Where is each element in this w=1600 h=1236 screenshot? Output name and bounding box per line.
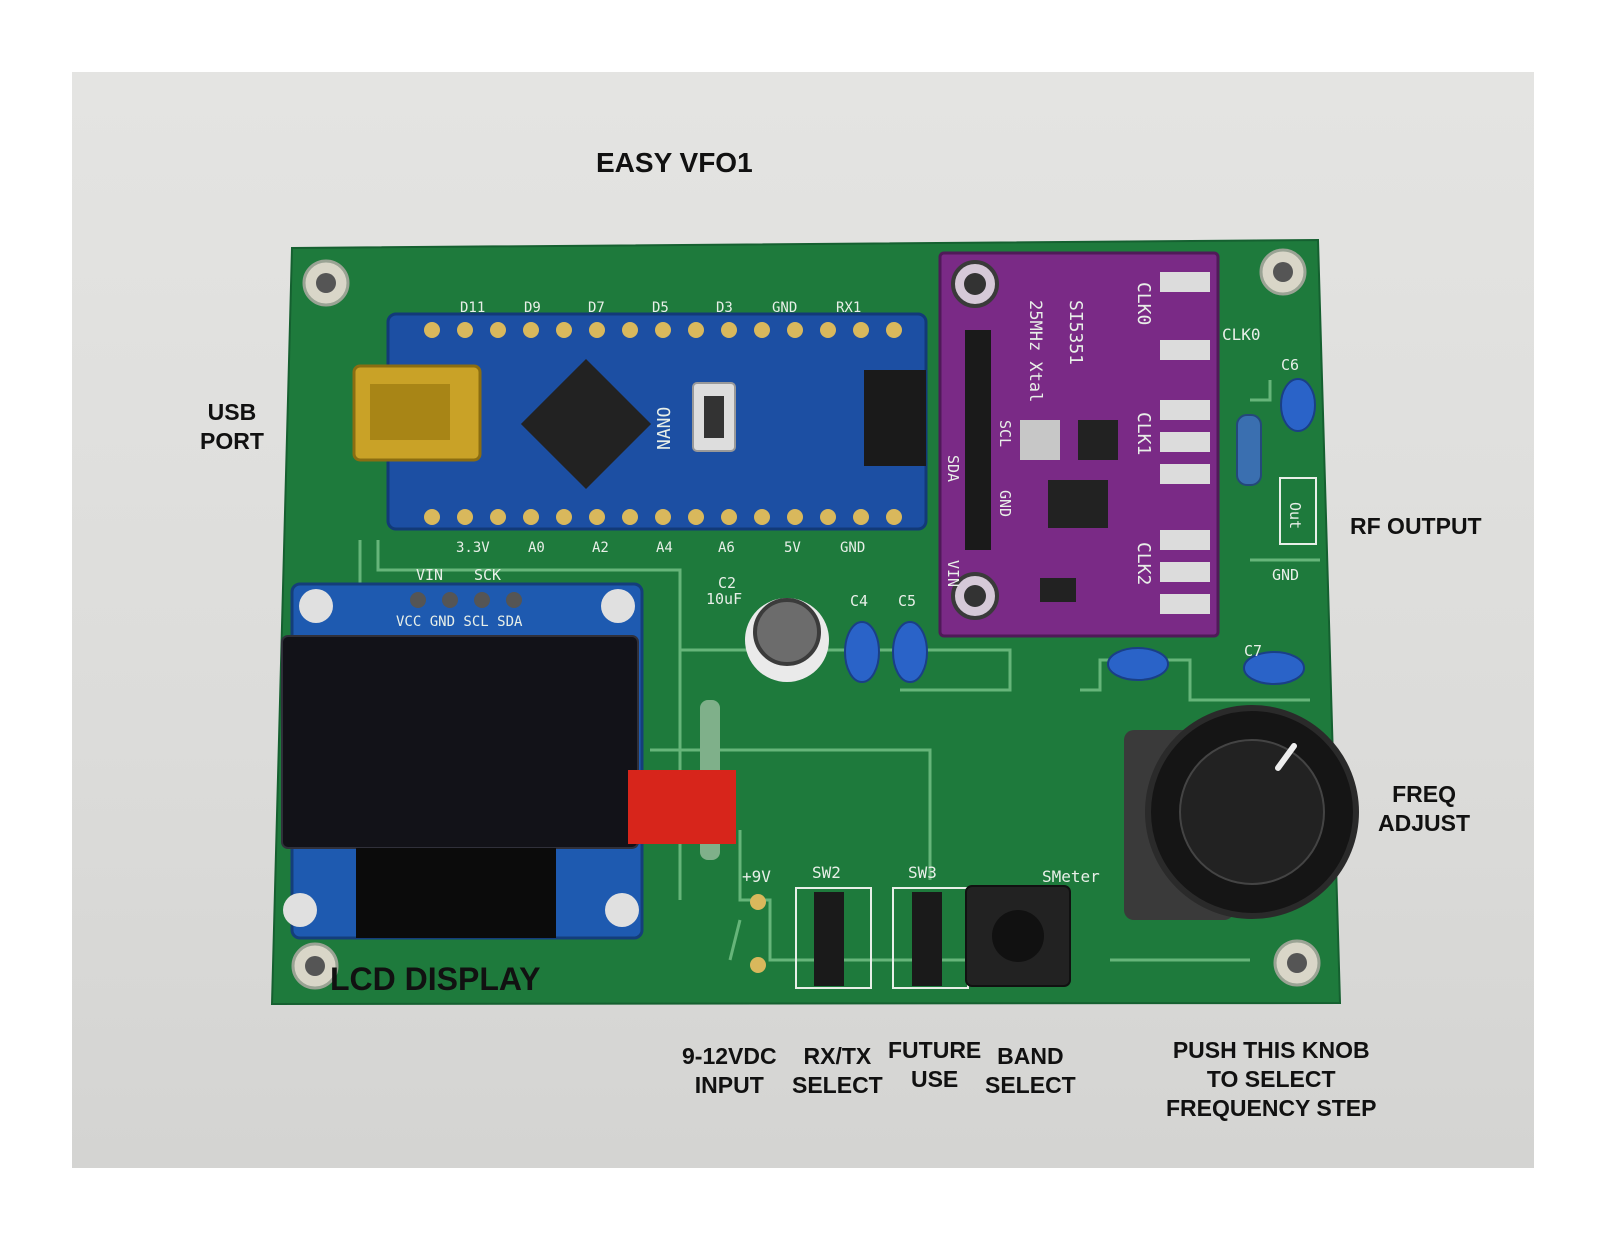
pin-label: D3 — [716, 300, 733, 316]
power-pad — [750, 894, 766, 910]
callout-line: BAND — [997, 1043, 1064, 1069]
si5351-pin-sda: SDA — [944, 455, 962, 482]
nano-bottom-pin-labels: 3.3V A0 A2 A4 A6 5V GND — [456, 540, 865, 556]
nano-top-pin-labels: D11 D9 D7 D5 D3 GND RX1 — [460, 300, 861, 316]
c2-value-label: 10uF — [706, 590, 742, 608]
rf-gnd-label: GND — [1272, 566, 1299, 584]
si5351-module — [938, 251, 1220, 638]
oled-silkscreen: VIN SCK VCC GND SCL SDA — [396, 566, 523, 630]
pin-label: RX1 — [836, 300, 861, 316]
si5351-pin-gnd: GND — [996, 490, 1014, 517]
push-knob-callout: PUSH THIS KNOB TO SELECT FREQUENCY STEP — [1166, 1036, 1376, 1123]
resistor — [1236, 414, 1262, 486]
pin-label: GND — [840, 540, 865, 556]
callout-line: USB — [207, 399, 257, 425]
page-title: EASY VFO1 — [596, 147, 753, 178]
clk2-label: CLK2 — [1133, 542, 1154, 585]
power-input-callout: 9-12VDC INPUT — [682, 1042, 777, 1100]
pin-label: GND — [772, 300, 797, 316]
pin-label: A2 — [592, 540, 609, 556]
pin-label: D11 — [460, 300, 485, 316]
knob-indicator — [1275, 743, 1297, 771]
callout-line: TO SELECT — [1206, 1066, 1336, 1092]
c2-label: C2 — [718, 574, 736, 592]
pin-label: D9 — [524, 300, 541, 316]
clk0-label: CLK0 — [1133, 282, 1154, 325]
sw2-label: SW2 — [812, 863, 841, 882]
c6-label: C6 — [1281, 356, 1299, 374]
mounting-holes — [291, 248, 1321, 990]
smeter-label: SMeter — [1042, 867, 1100, 886]
callout-line: FUTURE — [888, 1037, 982, 1063]
lcd-display-callout: LCD DISPLAY — [330, 961, 541, 997]
out-label: Out — [1286, 502, 1304, 529]
oled-sck-label: SCK — [474, 566, 501, 584]
capacitor-c2 — [753, 598, 821, 666]
capacitor-c7 — [1243, 651, 1305, 685]
callout-line: SELECT — [985, 1072, 1076, 1098]
callout-line: ADJUST — [1378, 810, 1471, 836]
capacitor-c6 — [1280, 378, 1316, 432]
rx-tx-select-callout: RX/TX SELECT — [792, 1042, 883, 1100]
si5351-xtal: 25MHz Xtal — [1025, 300, 1045, 402]
rf-out-header — [1279, 477, 1317, 545]
red-component — [628, 770, 736, 844]
sw3-jumper — [912, 892, 942, 986]
pin-label: 3.3V — [456, 540, 490, 556]
power-pad — [750, 957, 766, 973]
callout-line: PORT — [200, 428, 264, 454]
band-select-callout: BAND SELECT — [985, 1042, 1076, 1100]
callout-line: INPUT — [694, 1072, 764, 1098]
pin-label: D7 — [588, 300, 605, 316]
nano-brand: NANO — [654, 407, 675, 450]
oled-screen — [281, 635, 639, 849]
capacitor — [1107, 647, 1169, 681]
c7-label: C7 — [1244, 642, 1262, 660]
callout-line: PUSH THIS KNOB — [1172, 1037, 1370, 1063]
capacitor-c5 — [892, 621, 928, 683]
oled-pin-labels: VCC GND SCL SDA — [396, 614, 523, 630]
clk0-out-label: CLK0 — [1222, 325, 1261, 344]
pin-label: A4 — [656, 540, 673, 556]
callout-line: 9-12VDC — [682, 1043, 777, 1069]
c5-label: C5 — [898, 592, 916, 610]
pin-label: A0 — [528, 540, 545, 556]
pin-label: D5 — [652, 300, 669, 316]
c4-label: C4 — [850, 592, 868, 610]
callout-line: FREQ — [1392, 781, 1456, 807]
si5351-silkscreen: SI5351 25MHz Xtal VIN GND SCL SDA CLK0 C… — [944, 282, 1154, 587]
rf-output-callout: RF OUTPUT — [1350, 513, 1482, 539]
callout-line: FREQUENCY STEP — [1166, 1095, 1377, 1121]
future-use-callout: FUTURE USE — [888, 1036, 981, 1094]
callout-line: RX/TX — [803, 1043, 872, 1069]
usb-port-callout: USB PORT — [200, 398, 264, 456]
pin-label: 5V — [784, 540, 801, 556]
pin-label: A6 — [718, 540, 735, 556]
oled-vin-label: VIN — [416, 566, 443, 584]
plus9v-label: +9V — [742, 867, 771, 886]
sw2-jumper — [814, 892, 844, 986]
arduino-nano: NANO — [352, 312, 928, 531]
mcu-chip — [520, 358, 652, 490]
freq-adjust-callout: FREQ ADJUST — [1378, 780, 1470, 838]
si5351-pin-scl: SCL — [996, 420, 1014, 447]
clk1-label: CLK1 — [1133, 412, 1154, 455]
si5351-title: SI5351 — [1065, 300, 1086, 365]
capacitor-c4 — [844, 621, 880, 683]
si5351-pin-vin: VIN — [944, 560, 962, 587]
oled-module — [281, 582, 644, 940]
sw3-label: SW3 — [908, 863, 937, 882]
callout-line: SELECT — [792, 1072, 883, 1098]
callout-line: USE — [910, 1066, 959, 1092]
